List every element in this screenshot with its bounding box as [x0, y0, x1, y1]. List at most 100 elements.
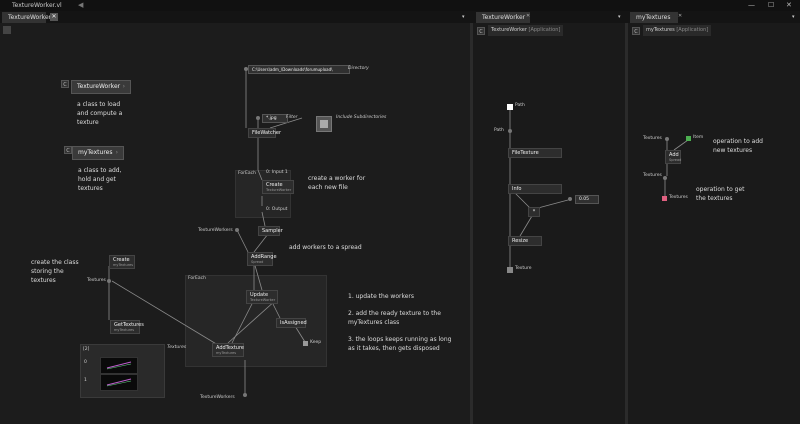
class-description: a class to load and compute a texture: [77, 100, 122, 127]
description-line: hold and get: [78, 176, 116, 183]
pin[interactable]: [235, 228, 239, 232]
spread-count: [2]: [83, 347, 90, 352]
textures-output-pad[interactable]: [662, 196, 667, 201]
filewatcher-node[interactable]: FileWatcher: [248, 128, 281, 138]
comment-create-worker: create a worker for each new file: [308, 174, 365, 192]
directory-iobox[interactable]: C:\Users\adm_\Downloads\forumupload\: [248, 65, 350, 74]
description-line: texture: [77, 119, 99, 126]
comment-line: storing the: [31, 268, 64, 275]
description-line: a class to load: [77, 101, 121, 108]
foreach-region-1[interactable]: [235, 170, 291, 218]
pane-menu-icon[interactable]: ▾: [618, 14, 621, 20]
class-badge: C: [64, 146, 72, 154]
thumbnail-image: [106, 361, 132, 370]
tab-mytextures-pane[interactable]: myTextures: [630, 12, 678, 23]
create-worker-node[interactable]: Create TextureWorker: [262, 180, 294, 194]
chevron-right-icon[interactable]: ›: [122, 83, 125, 90]
pane-splitter[interactable]: [625, 23, 628, 424]
close-tab-icon[interactable]: ✕: [678, 13, 683, 19]
gettextures-node[interactable]: GetTextures myTextures: [110, 320, 144, 334]
pane-menu-icon[interactable]: ▾: [792, 14, 795, 20]
pin[interactable]: [244, 67, 248, 71]
note-add-texture: 2. add the ready texture to the myTextur…: [348, 309, 441, 327]
mytextures-pane[interactable]: [628, 23, 800, 424]
resize-node[interactable]: Resize: [508, 236, 542, 246]
create-mytextures-node[interactable]: Create myTextures: [109, 255, 135, 269]
thumbnail-image: [106, 378, 132, 387]
minimize-icon[interactable]: —: [748, 1, 755, 9]
scale-value-iobox[interactable]: 0.05: [575, 195, 599, 204]
comment-get-textures: operation to get the textures: [696, 185, 745, 203]
pin[interactable]: [663, 176, 667, 180]
node-name: Add: [669, 152, 679, 158]
pin[interactable]: [243, 393, 247, 397]
back-icon[interactable]: ◀: [78, 1, 84, 9]
comment-add-workers: add workers to a spread: [289, 244, 362, 251]
class-description: a class to add, hold and get textures: [78, 166, 122, 193]
node-category: Spread: [251, 260, 264, 264]
pane-header-name: TextureWorker: [491, 27, 527, 33]
comment-line: the textures: [696, 195, 733, 202]
comment-line: create the class: [31, 259, 79, 266]
close-tab-icon[interactable]: ✕: [526, 13, 531, 19]
update-node[interactable]: Update TextureWorker: [246, 290, 278, 304]
pin[interactable]: [508, 129, 512, 133]
class-mytextures[interactable]: myTextures ›: [72, 146, 124, 160]
pin[interactable]: [665, 137, 669, 141]
node-category: Spread: [669, 158, 682, 162]
filetexture-node[interactable]: FileTexture: [508, 148, 562, 158]
comment-add-textures: operation to add new textures: [713, 137, 763, 155]
node-name: Create: [113, 257, 130, 263]
tab-bar: [0, 11, 800, 23]
input-pin-label: 0: Input 1: [266, 170, 288, 175]
comment-line: operation to add: [713, 138, 763, 145]
pin[interactable]: [568, 197, 572, 201]
texture-thumbnail: [100, 357, 138, 374]
texture-worker-pane[interactable]: [473, 23, 625, 424]
add-node[interactable]: Add Spread: [665, 150, 681, 164]
pin[interactable]: [256, 116, 260, 120]
isassigned-node[interactable]: IsAssigned: [276, 318, 307, 328]
item-input-pad[interactable]: [686, 136, 691, 141]
note-update-workers: 1. update the workers: [348, 292, 414, 301]
pane-splitter[interactable]: [470, 23, 473, 424]
pane-menu-icon[interactable]: ▾: [462, 14, 465, 20]
class-badge: C: [632, 27, 640, 35]
note-line: 1. update the workers: [348, 293, 415, 300]
texture-workers-label: TextureWorkers: [200, 395, 235, 400]
comment-create-class: create the class storing the textures: [31, 258, 79, 285]
node-category: myTextures: [216, 351, 237, 355]
class-texture-worker[interactable]: TextureWorker ›: [71, 80, 131, 94]
tab-texture-worker-main[interactable]: TextureWorker: [2, 12, 51, 23]
pin[interactable]: [107, 279, 111, 283]
chevron-right-icon[interactable]: ›: [115, 149, 118, 156]
class-name: TextureWorker: [77, 83, 121, 90]
maximize-icon[interactable]: ☐: [768, 1, 775, 9]
texture-output-pad[interactable]: [507, 267, 513, 273]
tab-texture-worker-pane[interactable]: TextureWorker: [476, 12, 530, 23]
sampler-node[interactable]: Sampler: [258, 226, 283, 236]
filter-iobox[interactable]: *.jpg: [262, 114, 288, 123]
path-input-pad[interactable]: [507, 104, 513, 110]
description-line: a class to add,: [78, 167, 122, 174]
comment-line: new textures: [713, 147, 753, 154]
multiply-node[interactable]: *: [528, 207, 540, 217]
addrange-node[interactable]: AddRange Spread: [247, 252, 277, 266]
keep-label: Keep: [310, 340, 322, 345]
node-name: AddTexture: [216, 345, 244, 351]
texture-output-label: Texture: [515, 266, 532, 271]
close-window-icon[interactable]: ✕: [786, 1, 792, 9]
info-node[interactable]: Info: [508, 184, 562, 194]
note-line: myTextures class: [348, 319, 400, 326]
close-tab-icon[interactable]: ✕: [50, 13, 58, 21]
output-pin-label: 0: Output: [266, 207, 288, 212]
keep-pin[interactable]: [303, 341, 308, 346]
addtexture-node[interactable]: AddTexture myTextures: [212, 343, 244, 357]
node-name: AddRange: [251, 254, 277, 260]
item-label: Item: [693, 135, 704, 140]
subdirectories-toggle[interactable]: [316, 116, 332, 132]
node-category: myTextures: [114, 328, 135, 332]
textures-in-label: Textures: [643, 136, 662, 141]
canvas-toggle-button[interactable]: [3, 26, 11, 34]
pane-header-scope: [Application]: [676, 27, 709, 33]
